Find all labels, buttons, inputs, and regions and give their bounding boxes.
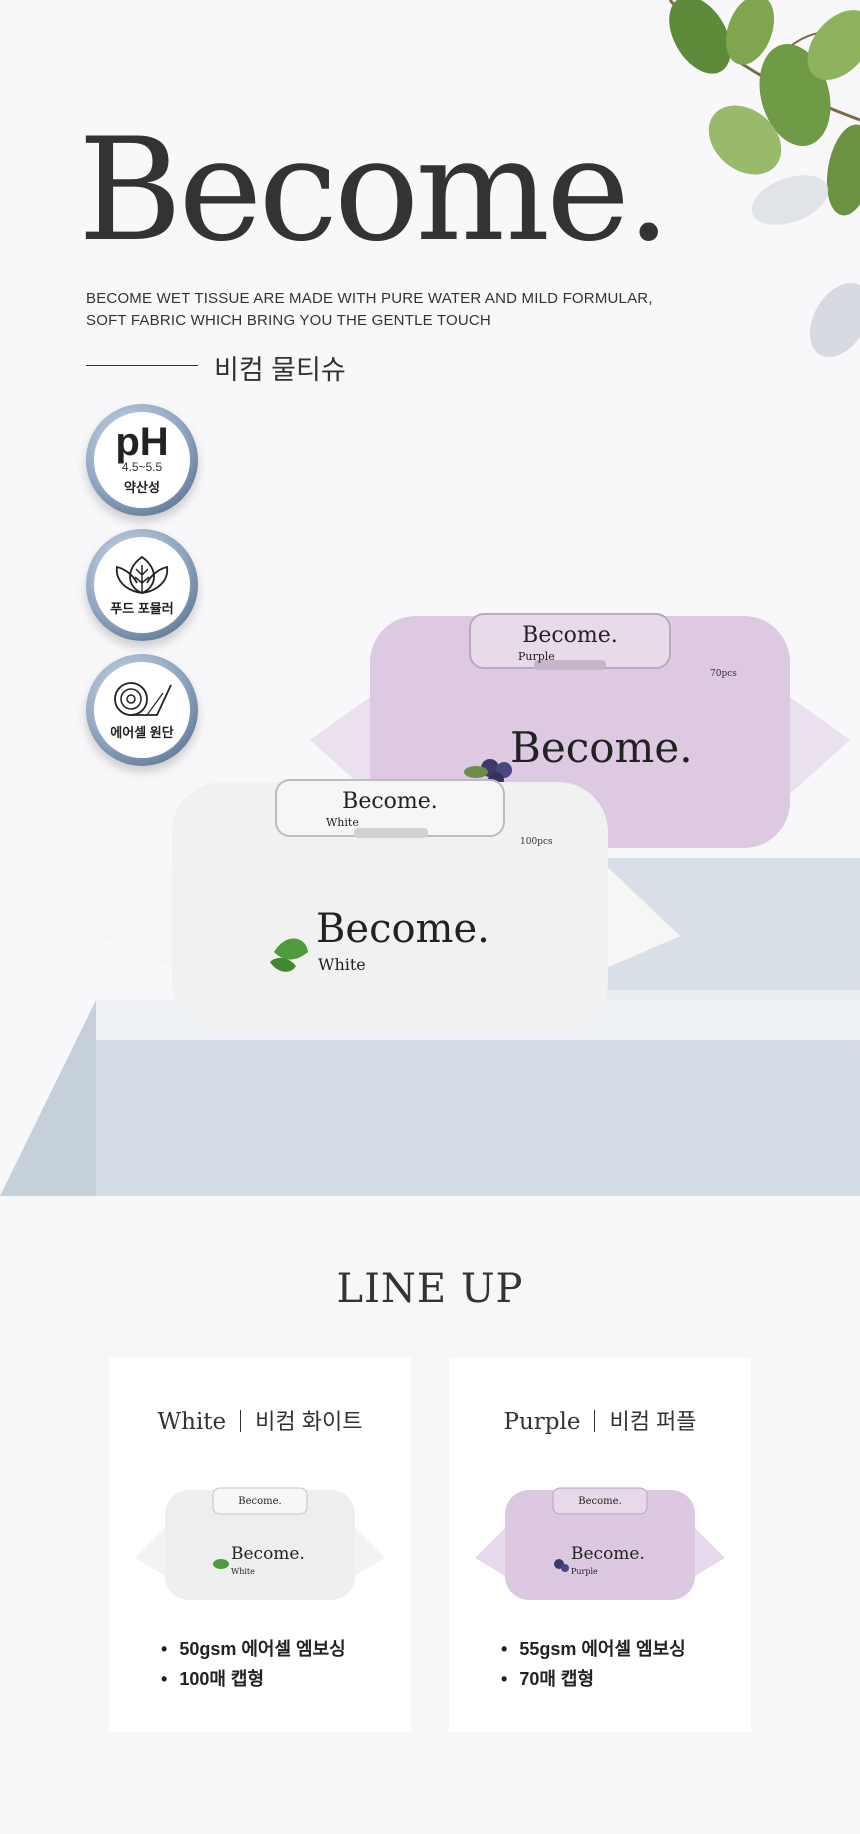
divider-line <box>86 365 198 366</box>
card-specs: 55gsm 에어셀 엠보싱 70매 캡형 <box>501 1634 686 1694</box>
spec-item: 55gsm 에어셀 엠보싱 <box>501 1634 685 1664</box>
lineup-section: LINE UP White 비컴 화이트 Become. Become. Whit… <box>0 1196 860 1834</box>
food-formula-badge: 푸드 포뮬러 <box>86 529 198 641</box>
leaf-icon <box>115 555 169 594</box>
ph-badge: pH 4.5~5.5 약산성 <box>86 404 198 516</box>
purple-lid-brand: Become. <box>522 623 618 648</box>
card-name-kr: 비컴 화이트 <box>255 1409 363 1434</box>
pedestal-front <box>96 1040 860 1196</box>
white-pack-thumbnail: Become. Become. White <box>135 1487 385 1600</box>
aircell-label: 에어셀 원단 <box>110 725 174 740</box>
spec-item: 70매 캡형 <box>501 1664 686 1694</box>
brand-title: Become. <box>78 108 671 273</box>
purple-pack-thumbnail: Become. Become. Purple <box>475 1487 725 1600</box>
product-name-kr: 비컴 물티슈 <box>214 355 346 385</box>
svg-text:Purple: Purple <box>571 1567 598 1576</box>
spec-item: 50gsm 에어셀 엠보싱 <box>161 1634 345 1664</box>
food-formula-label: 푸드 포뮬러 <box>110 601 174 616</box>
card-heading: Purple 비컴 퍼플 <box>449 1404 751 1436</box>
white-product-card[interactable]: White 비컴 화이트 Become. Become. White 50gsm … <box>109 1358 411 1732</box>
white-lid-brand: Become. <box>342 789 438 814</box>
svg-text:Become.: Become. <box>238 1496 281 1507</box>
tagline-line-2: SOFT FABRIC WHICH BRING YOU THE GENTLE T… <box>86 312 491 329</box>
white-brand: Become. <box>316 906 490 952</box>
white-lid-variant: White <box>326 816 359 829</box>
white-pack: Become. White 100pcs Become. White <box>100 779 680 1032</box>
card-name-en: White <box>157 1409 227 1435</box>
ph-label: 약산성 <box>124 480 160 495</box>
tagline-line-1: BECOME WET TISSUE ARE MADE WITH PURE WAT… <box>86 290 653 307</box>
svg-text:White: White <box>231 1567 255 1576</box>
aircell-badge: 에어셀 원단 <box>86 654 198 766</box>
tagline: BECOME WET TISSUE ARE MADE WITH PURE WAT… <box>86 288 653 332</box>
pedestal-left-face <box>0 1000 96 1196</box>
purple-product-card[interactable]: Purple 비컴 퍼플 Become. Become. Purple 55gsm… <box>449 1358 751 1732</box>
svg-text:Become.: Become. <box>571 1544 645 1564</box>
fabric-roll-icon <box>114 682 172 716</box>
card-name-kr: 비컴 퍼플 <box>609 1409 697 1434</box>
purple-count: 70pcs <box>710 669 737 679</box>
purple-brand: Become. <box>510 723 693 772</box>
white-variant: White <box>318 955 366 974</box>
svg-text:Become.: Become. <box>578 1496 621 1507</box>
leaves-decoration <box>668 0 860 357</box>
card-name-en: Purple <box>503 1409 581 1435</box>
svg-text:Become.: Become. <box>231 1544 305 1564</box>
hero-section: Become. BECOME WET TISSUE ARE MADE WITH … <box>0 0 860 1196</box>
ph-icon: pH <box>115 420 169 464</box>
white-count: 100pcs <box>520 837 553 847</box>
ph-range: 4.5~5.5 <box>121 460 163 474</box>
purple-lid-variant: Purple <box>518 650 555 663</box>
card-heading: White 비컴 화이트 <box>109 1404 411 1436</box>
card-specs: 50gsm 에어셀 엠보싱 100매 캡형 <box>161 1634 346 1694</box>
lineup-title: LINE UP <box>336 1266 524 1312</box>
spec-item: 100매 캡형 <box>161 1664 346 1694</box>
